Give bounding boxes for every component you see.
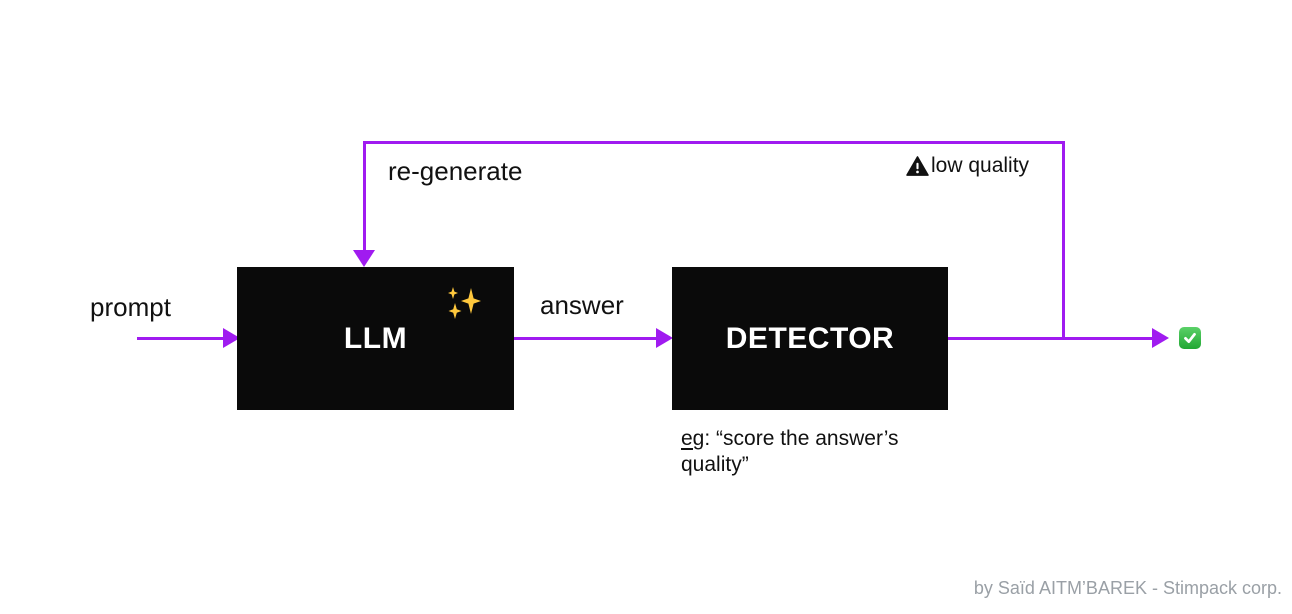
output-edge-line bbox=[948, 337, 1152, 340]
sparkles-icon bbox=[446, 286, 484, 328]
prompt-edge-line bbox=[137, 337, 224, 340]
detector-caption-text: : “score the answer’s quality” bbox=[681, 427, 899, 476]
llm-node-label: LLM bbox=[343, 321, 408, 355]
prompt-arrowhead-icon bbox=[223, 328, 240, 348]
low-quality-condition: low quality bbox=[906, 154, 1029, 178]
detector-node: DETECTOR bbox=[672, 267, 948, 410]
feedback-loop-left-line bbox=[363, 141, 366, 251]
regenerate-arrowhead-icon bbox=[353, 250, 375, 267]
llm-node: LLM bbox=[237, 267, 514, 410]
output-arrowhead-icon bbox=[1152, 328, 1169, 348]
prompt-label: prompt bbox=[90, 292, 171, 322]
credit-text: by Saïd AITM’BAREK - Stimpack corp. bbox=[973, 578, 1282, 598]
warning-icon bbox=[906, 155, 929, 177]
answer-label: answer bbox=[540, 290, 624, 320]
detector-node-label: DETECTOR bbox=[725, 321, 895, 355]
detector-caption-term: eg bbox=[681, 427, 705, 450]
answer-edge-line bbox=[514, 337, 656, 340]
detector-caption: eg: “score the answer’s quality” bbox=[681, 426, 931, 478]
check-mark-icon bbox=[1179, 327, 1201, 349]
feedback-loop-top-line bbox=[363, 141, 1065, 144]
answer-arrowhead-icon bbox=[656, 328, 673, 348]
regenerate-label: re-generate bbox=[388, 156, 523, 186]
low-quality-label: low quality bbox=[931, 154, 1030, 177]
feedback-loop-right-line bbox=[1062, 141, 1065, 340]
